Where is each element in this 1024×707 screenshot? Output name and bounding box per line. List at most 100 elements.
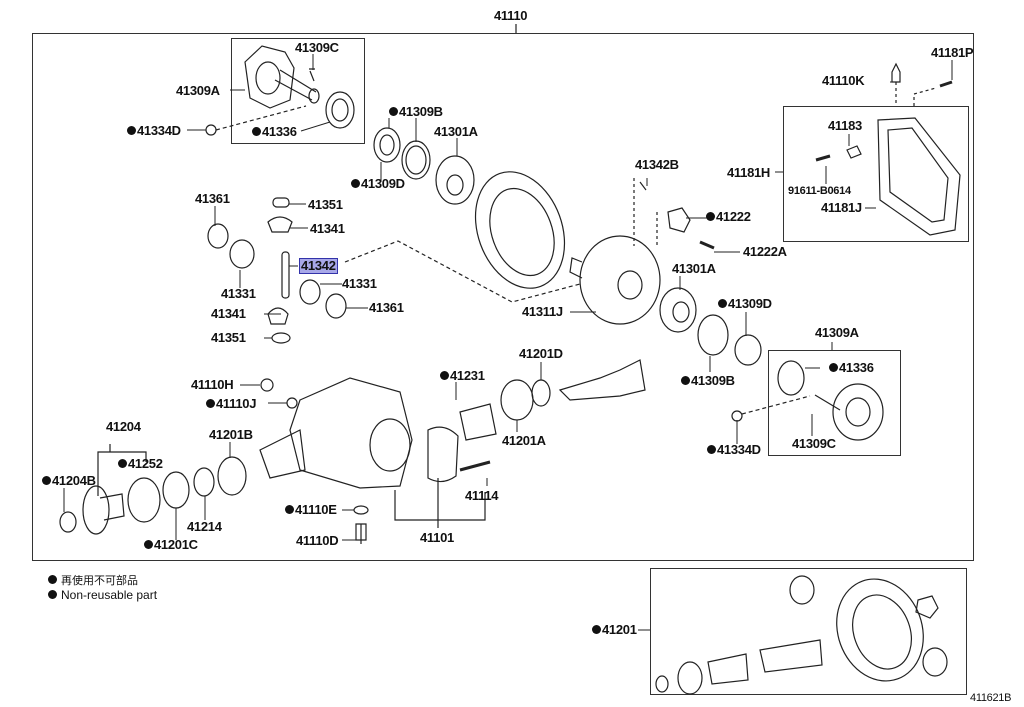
axle-flange-right-group-frame [768,350,901,456]
main-assembly-frame [32,33,974,561]
part-label-41361[interactable]: 41361 [369,300,404,315]
part-label-41309b[interactable]: 41309B [389,105,443,119]
part-label-41214[interactable]: 41214 [187,519,222,534]
part-label-41309c[interactable]: 41309C [792,436,836,451]
part-label-41351[interactable]: 41351 [211,330,246,345]
part-label-41301a[interactable]: 41301A [434,124,478,139]
differential-carrier-housing-icon [259,377,413,489]
nonreusable-dot-icon [389,107,398,116]
part-label-41331[interactable]: 41331 [221,286,256,301]
nonreusable-dot-icon [681,376,690,385]
part-label-41334d[interactable]: 41334D [127,124,181,138]
part-label-41336[interactable]: 41336 [829,361,874,375]
companion-flange-icon [82,485,110,535]
nonreusable-dot-icon [706,212,715,221]
part-label-41204[interactable]: 41204 [106,419,141,434]
bolt-icon [699,240,715,250]
part-label-41110h[interactable]: 41110H [191,377,234,392]
part-label-41309d[interactable]: 41309D [718,297,772,311]
part-label-41309c[interactable]: 41309C [295,40,339,55]
plug-icon [260,378,274,392]
part-label-41342b[interactable]: 41342B [635,157,679,172]
part-label-41309a[interactable]: 41309A [176,83,220,98]
part-label-41181h[interactable]: 41181H [727,165,771,180]
oil-seal-icon [325,91,355,129]
part-label-41252[interactable]: 41252 [118,457,163,471]
bearing-icon [162,471,190,509]
part-label-41222[interactable]: 41222 [706,210,751,224]
collapsible-spacer-icon [459,403,497,441]
bearing-icon [659,287,697,333]
drain-plug-icon [355,523,367,544]
part-label-41341[interactable]: 41341 [310,221,345,236]
pinion-gear-icon [229,239,255,269]
part-label-41181j[interactable]: 41181J [821,200,862,215]
part-label-41336[interactable]: 41336 [252,125,297,139]
nonreusable-dot-icon [48,590,57,599]
part-label-41334d[interactable]: 41334D [707,443,761,457]
nonreusable-dot-icon [42,476,51,485]
part-label-41201b[interactable]: 41201B [209,427,253,442]
part-label-41110j[interactable]: 41110J [206,397,256,411]
pinion-gear-icon [299,279,321,305]
part-label-41110e[interactable]: 41110E [285,503,337,517]
oil-seal-icon [777,360,805,396]
part-label-41114[interactable]: 41114 [465,488,499,503]
differential-case-icon [569,235,661,325]
part-label-41331[interactable]: 41331 [342,276,377,291]
oil-seal-icon [734,334,762,366]
part-label-41204b[interactable]: 41204B [42,474,96,488]
pin-icon [639,181,647,191]
axle-flange-left-icon [244,45,320,109]
thrust-washer-icon [325,293,347,319]
part-label-91611-b0614[interactable]: 91611-B0614 [788,185,851,197]
part-label-41183[interactable]: 41183 [828,118,862,133]
part-label-41201[interactable]: 41201 [592,623,637,637]
ring-gear-icon [474,171,566,289]
part-label-41309b[interactable]: 41309B [681,374,735,388]
leader-lines [63,54,953,631]
legend-item-en: Non-reusable part [48,588,157,602]
part-label-41311j[interactable]: 41311J [522,304,563,319]
bearing-icon [435,155,475,205]
side-gear-icon [267,216,293,233]
spacer-icon [193,467,215,497]
breather-icon [891,62,901,83]
bolt-icon [815,154,831,162]
part-label-41101[interactable]: 41101 [420,530,454,545]
part-label-41309a[interactable]: 41309A [815,325,859,340]
ring-pinion-kit-frame [650,568,967,695]
oil-seal-icon [373,127,401,163]
gasket-icon [286,397,298,409]
part-label-41361[interactable]: 41361 [195,191,230,206]
nonreusable-dot-icon [718,299,727,308]
washer-icon [271,332,291,344]
rear-cover-icon [877,117,961,236]
part-label-41342-highlighted[interactable]: 41342 [299,258,338,274]
part-label-41351[interactable]: 41351 [308,197,343,212]
drive-pinion-icon [558,359,646,401]
nonreusable-dot-icon [206,399,215,408]
part-label-41301a[interactable]: 41301A [672,261,716,276]
bolt-icon [939,80,953,88]
nonreusable-dot-icon [440,371,449,380]
thrust-washer-icon [207,223,229,249]
part-label-41231[interactable]: 41231 [440,369,485,383]
cover-group-frame [783,106,969,242]
part-label-41110[interactable]: 41110 [494,8,528,23]
part-label-41341[interactable]: 41341 [211,306,246,321]
axle-flange-left-group-frame [231,38,365,144]
bearing-icon [217,456,247,496]
part-label-41181p[interactable]: 41181P [931,45,974,60]
bolt-icon [459,460,491,472]
part-label-41201c[interactable]: 41201C [144,538,198,552]
gasket-icon [353,505,369,515]
part-label-41110k[interactable]: 41110K [822,73,865,88]
part-label-41309d[interactable]: 41309D [351,177,405,191]
bearing-cap-icon [427,426,459,483]
part-label-41201d[interactable]: 41201D [519,346,563,361]
part-label-41201a[interactable]: 41201A [502,433,546,448]
part-label-41222a[interactable]: 41222A [743,244,787,259]
part-label-41110d[interactable]: 41110D [296,533,339,548]
